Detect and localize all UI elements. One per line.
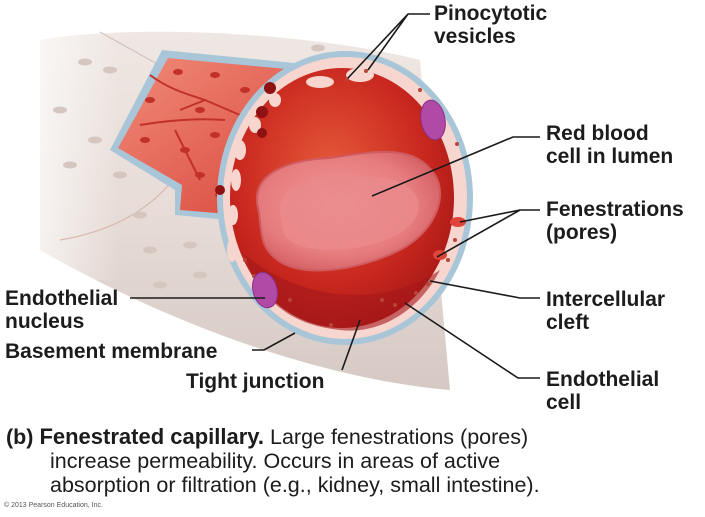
label-fenestrations: Fenestrations (pores) (546, 198, 684, 244)
label-endothelial-nucleus: Endothelial nucleus (5, 287, 118, 333)
label-line: Endothelial (546, 368, 660, 391)
caption-text: Large fenestrations (pores) (270, 425, 529, 449)
label-line: Pinocytotic (434, 2, 548, 25)
leader-endothelial-cell (404, 302, 540, 379)
label-line: cell (546, 391, 582, 414)
endothelial-nucleus-left (252, 271, 278, 309)
caption-line-3: absorption or filtration (e.g., kidney, … (50, 473, 540, 497)
label-line: cleft (546, 311, 590, 334)
caption-title: Fenestrated capillary. (39, 424, 265, 449)
caption-line-2: increase permeability. Occurs in areas o… (50, 449, 501, 473)
label-pinocytotic-vesicles: Pinocytotic vesicles (434, 2, 547, 48)
label-line: Intercellular (546, 288, 666, 311)
caption-line-1: (b) Fenestrated capillary. Large fenestr… (6, 424, 540, 450)
caption-letter: (b) (6, 425, 34, 449)
label-intercellular-cleft: Intercellular cleft (546, 288, 665, 334)
label-line: (pores) (546, 221, 618, 244)
leader-rbc (371, 136, 540, 197)
leader-tight-junction (341, 319, 361, 371)
label-basement-membrane: Basement membrane (5, 340, 218, 363)
fenestrated-capillary-illustration (0, 13, 540, 390)
label-line: Fenestrations (546, 198, 684, 221)
label-red-blood-cell: Red blood cell in lumen (546, 122, 673, 168)
label-line: cell in lumen (546, 145, 674, 168)
copyright-notice: © 2013 Pearson Education, Inc. (4, 502, 103, 509)
leader-basement-membrane (252, 332, 296, 351)
label-tight-junction: Tight junction (186, 370, 325, 393)
leader-fenestrations (436, 209, 540, 258)
leader-pinocytotic (347, 13, 430, 79)
endothelial-nucleus-right (420, 99, 446, 141)
label-endothelial-cell: Endothelial cell (546, 368, 659, 414)
label-line: nucleus (5, 310, 85, 333)
label-line: vesicles (434, 25, 516, 48)
label-line: Endothelial (5, 287, 119, 310)
label-line: Red blood (546, 122, 649, 145)
figure-caption: (b) Fenestrated capillary. Large fenestr… (6, 424, 540, 498)
leader-intercellular-cleft (429, 280, 540, 299)
